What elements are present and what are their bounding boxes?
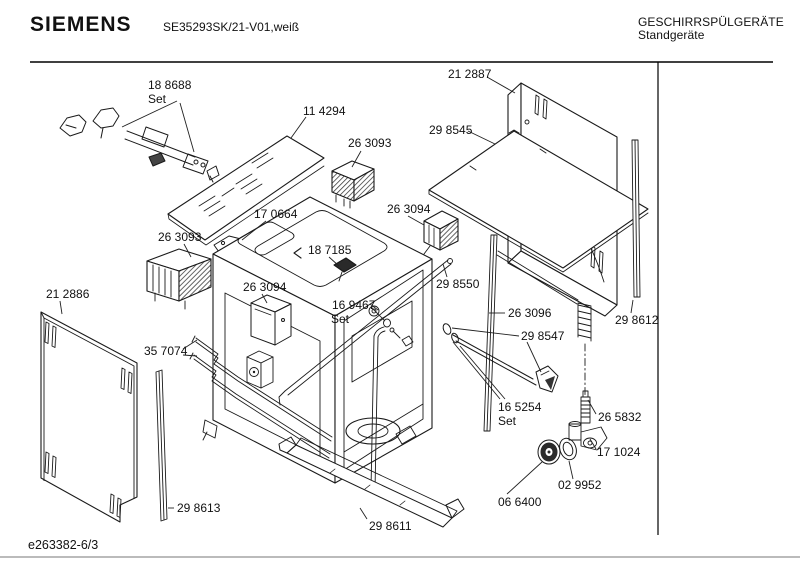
part-drawing-212886-front-panel (40, 311, 138, 523)
part-drawing-357074-rods (189, 335, 333, 459)
part-label-114294: 11 4294 (303, 104, 346, 118)
part-label-263096: 26 3096 (508, 306, 552, 320)
device-subcategory: Standgeräte (638, 28, 705, 42)
part-label-298611: 29 8611 (369, 519, 412, 533)
part-drawing-front-tube (370, 326, 386, 491)
part-note-188688: Set (148, 92, 167, 106)
part-label-187185: 18 7185 (308, 243, 352, 257)
part-note-169467: Set (331, 312, 350, 326)
device-category: GESCHIRRSPÜLGERÄTE (638, 15, 784, 29)
part-drawing-tub (202, 196, 433, 484)
part-drawing-114294-mat (167, 135, 325, 246)
brand-logo: SIEMENS (30, 13, 132, 36)
part-drawing-drain-hose (496, 250, 579, 305)
part-label-188688: 18 8688 (148, 78, 192, 92)
leader-lines (59, 76, 634, 520)
part-drawing-263094-upper (423, 210, 459, 255)
part-label-165254: 16 5254 (498, 400, 542, 414)
model-number: SE35293SK/21-V01,weiß (163, 20, 299, 34)
part-label-066400: 06 6400 (498, 495, 542, 509)
part-note-165254: Set (498, 414, 517, 428)
part-drawing-169467-set (368, 305, 414, 347)
part-label-263093-left: 26 3093 (158, 230, 202, 244)
part-label-212887: 21 2887 (448, 67, 492, 81)
part-drawing-263093-left (146, 248, 212, 310)
part-label-298545: 29 8545 (429, 123, 473, 137)
part-label-029952: 02 9952 (558, 478, 602, 492)
part-label-298612: 29 8612 (615, 313, 659, 327)
part-label-263094-upper: 26 3094 (387, 202, 431, 216)
part-label-263093-upper: 26 3093 (348, 136, 392, 150)
part-label-170664: 17 0664 (254, 207, 298, 221)
part-drawing-298550-rod (278, 258, 453, 406)
part-drawing-165254-tube (442, 323, 559, 393)
part-label-265832: 26 5832 (598, 410, 642, 424)
part-drawing-066400-grommet (537, 439, 561, 465)
part-label-171024: 17 1024 (597, 445, 641, 459)
part-drawing-adjustable-foot (568, 302, 608, 451)
part-drawing-298613-strip (155, 369, 168, 522)
part-label-357074: 35 7074 (144, 344, 188, 358)
document-number: e263382-6/3 (28, 538, 98, 552)
left-arrow-icon (293, 247, 302, 259)
part-label-298550: 29 8550 (436, 277, 480, 291)
part-label-263094-dispenser: 26 3094 (243, 280, 287, 294)
part-label-169467: 16 9467 (332, 298, 376, 312)
part-drawing-188688-clips (59, 107, 220, 183)
part-drawing-298612-strip (631, 139, 641, 298)
part-drawing-263094-dispenser (250, 294, 292, 346)
part-drawing-263093-upper (331, 160, 375, 209)
part-label-298547: 29 8547 (521, 329, 565, 343)
part-label-212886: 21 2886 (46, 287, 90, 301)
part-label-298613: 29 8613 (177, 501, 221, 515)
part-drawing-298545-top-cover (428, 129, 649, 273)
part-drawing-187185-clip (293, 247, 357, 282)
callout-labels: 18 8688 Set 11 4294 26 3093 21 2887 29 8… (46, 67, 659, 533)
part-drawing-298611-base (278, 436, 465, 528)
exploded-view-drawing (59, 82, 649, 528)
